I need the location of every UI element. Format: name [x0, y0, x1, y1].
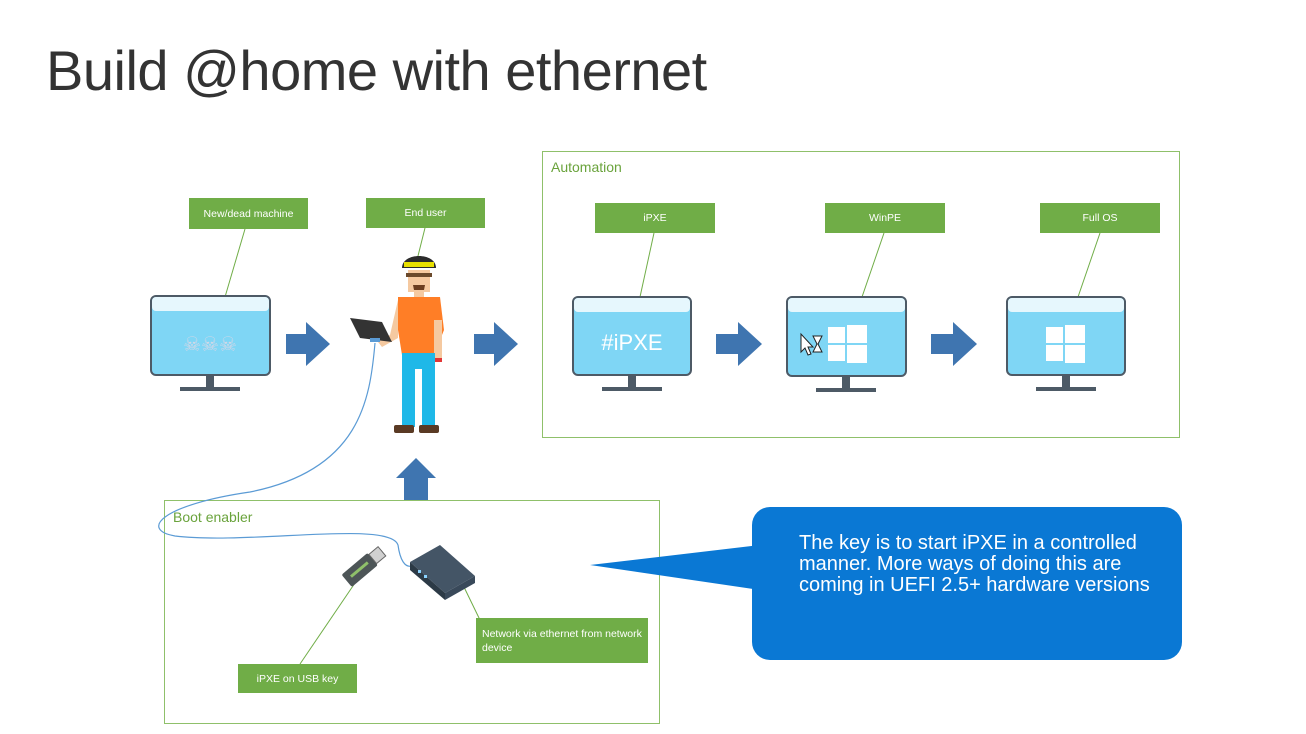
tag-end-user: End user [366, 198, 485, 228]
connector-line [1077, 232, 1101, 298]
arrow-right-4 [931, 322, 977, 366]
monitor-ipxe [572, 296, 692, 391]
monitor-full-os [1006, 296, 1126, 391]
arrow-right-2 [474, 322, 518, 366]
ethernet-cable [158, 342, 413, 567]
monitor-dead-machine: ☠☠☠ [150, 295, 271, 391]
tag-network-device: Network via ethernet from network device [476, 618, 648, 663]
connector-line [462, 584, 481, 621]
boot-enabler-label: Boot enabler [173, 509, 253, 525]
tag-ipxe: iPXE [595, 203, 715, 233]
connector-line [861, 232, 885, 298]
tag-winpe: WinPE [825, 203, 945, 233]
slide-title: Build @home with ethernet [46, 39, 707, 102]
monitor-winpe [786, 296, 907, 392]
tag-new-dead-machine: New/dead machine [189, 198, 308, 229]
connector-line [639, 232, 655, 298]
callout-pointer [590, 545, 760, 590]
ipxe-screen-text: #iPXE [601, 330, 663, 355]
usb-key-icon [342, 545, 387, 587]
windows-logo-icon [828, 325, 867, 363]
connector-line [417, 227, 426, 257]
windows-logo-icon [1046, 325, 1085, 363]
automation-group [542, 151, 1180, 438]
end-user-figure [350, 256, 444, 433]
connector-line [299, 579, 358, 665]
arrow-right-3 [716, 322, 762, 366]
skull-icons: ☠☠☠ [183, 332, 237, 356]
busy-cursor-icon [800, 332, 823, 356]
automation-label: Automation [551, 159, 622, 175]
connector-line [224, 228, 246, 298]
tag-full-os: Full OS [1040, 203, 1160, 233]
callout-box: The key is to start iPXE in a controlled… [752, 507, 1182, 660]
network-device-icon [410, 545, 475, 600]
arrow-up [396, 458, 436, 500]
tag-ipxe-usb: iPXE on USB key [238, 664, 357, 693]
arrow-right-1 [286, 322, 330, 366]
boot-enabler-group [164, 500, 660, 724]
